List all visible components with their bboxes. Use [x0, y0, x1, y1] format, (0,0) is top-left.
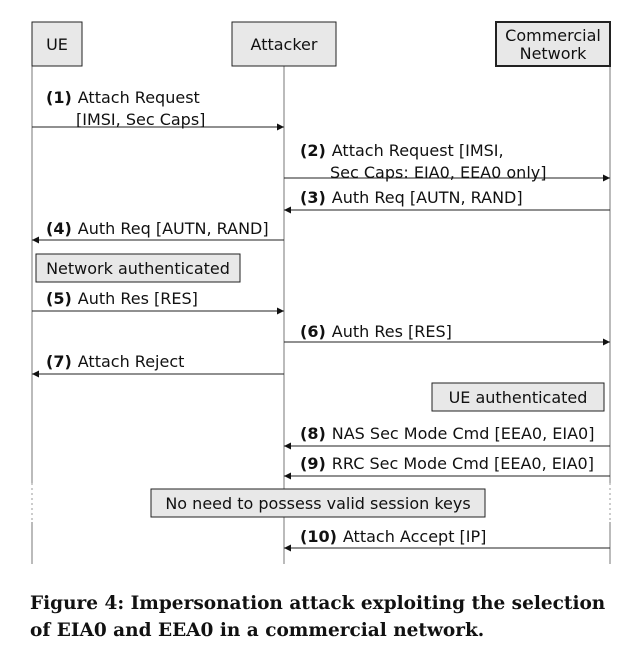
message-label: (4) Auth Req [AUTN, RAND] — [46, 219, 269, 238]
message-4: (4) Auth Req [AUTN, RAND] — [32, 219, 284, 244]
message-label: (10) Attach Accept [IP] — [300, 527, 486, 546]
message-text: NAS Sec Mode Cmd [EEA0, EIA0] — [332, 424, 595, 443]
message-text: Auth Res [RES] — [332, 322, 452, 341]
message-text: Attach Accept [IP] — [343, 527, 487, 546]
message-label: (5) Auth Res [RES] — [46, 289, 198, 308]
note-text: UE authenticated — [449, 388, 588, 407]
message-number: (7) — [46, 352, 72, 371]
message-1: (1) Attach Request [IMSI, Sec Caps] — [32, 88, 284, 131]
message-number: (6) — [300, 322, 326, 341]
message-label: (7) Attach Reject — [46, 352, 184, 371]
message-text: Auth Req [AUTN, RAND] — [78, 219, 269, 238]
message-label: (9) RRC Sec Mode Cmd [EEA0, EIA0] — [300, 454, 594, 473]
message-text: RRC Sec Mode Cmd [EEA0, EIA0] — [332, 454, 594, 473]
ue-authenticated-note: UE authenticated — [431, 382, 605, 412]
message-number: (4) — [46, 219, 72, 238]
message-label: (3) Auth Req [AUTN, RAND] — [300, 188, 523, 207]
message-label: (8) NAS Sec Mode Cmd [EEA0, EIA0] — [300, 424, 594, 443]
network-entity-label: Commercial — [505, 26, 601, 45]
ue-entity-box: UE — [31, 21, 83, 67]
message-label: (1) Attach Request — [46, 88, 200, 107]
message-text: Attach Request — [78, 88, 200, 107]
figure-caption: Figure 4: Impersonation attack exploitin… — [30, 593, 606, 641]
message-number: (3) — [300, 188, 326, 207]
message-9: (9) RRC Sec Mode Cmd [EEA0, EIA0] — [284, 454, 610, 480]
message-3: (3) Auth Req [AUTN, RAND] — [284, 188, 610, 214]
note-text: No need to possess valid session keys — [165, 494, 470, 513]
message-7: (7) Attach Reject — [32, 352, 284, 378]
message-text: Attach Request [IMSI, — [332, 141, 504, 160]
message-text: Attach Reject — [78, 352, 185, 371]
message-label: [IMSI, Sec Caps] — [76, 110, 205, 129]
message-6: (6) Auth Res [RES] — [284, 322, 610, 346]
message-10: (10) Attach Accept [IP] — [284, 527, 610, 552]
attacker-entity-label: Attacker — [251, 35, 318, 54]
message-text: Auth Req [AUTN, RAND] — [332, 188, 523, 207]
message-number: (8) — [300, 424, 326, 443]
note-text: Network authenticated — [46, 259, 230, 278]
message-2: (2) Attach Request [IMSI, Sec Caps: EIA0, … — [284, 141, 610, 182]
ue-entity-label: UE — [46, 35, 68, 54]
attacker-entity-box: Attacker — [231, 21, 337, 67]
message-number: (2) — [300, 141, 326, 160]
message-number: (9) — [300, 454, 326, 473]
message-8: (8) NAS Sec Mode Cmd [EEA0, EIA0] — [284, 424, 610, 450]
message-text: Auth Res [RES] — [78, 289, 198, 308]
message-number: (1) — [46, 88, 72, 107]
message-label: (2) Attach Request [IMSI, — [300, 141, 504, 160]
no-keys-note: No need to possess valid session keys — [150, 488, 486, 518]
network-authenticated-note: Network authenticated — [35, 253, 241, 283]
message-number: (5) — [46, 289, 72, 308]
message-number: (10) — [300, 527, 337, 546]
network-entity-label: Network — [520, 44, 588, 63]
message-label: Sec Caps: EIA0, EEA0 only] — [330, 163, 546, 182]
message-5: (5) Auth Res [RES] — [32, 289, 284, 315]
message-label: (6) Auth Res [RES] — [300, 322, 452, 341]
